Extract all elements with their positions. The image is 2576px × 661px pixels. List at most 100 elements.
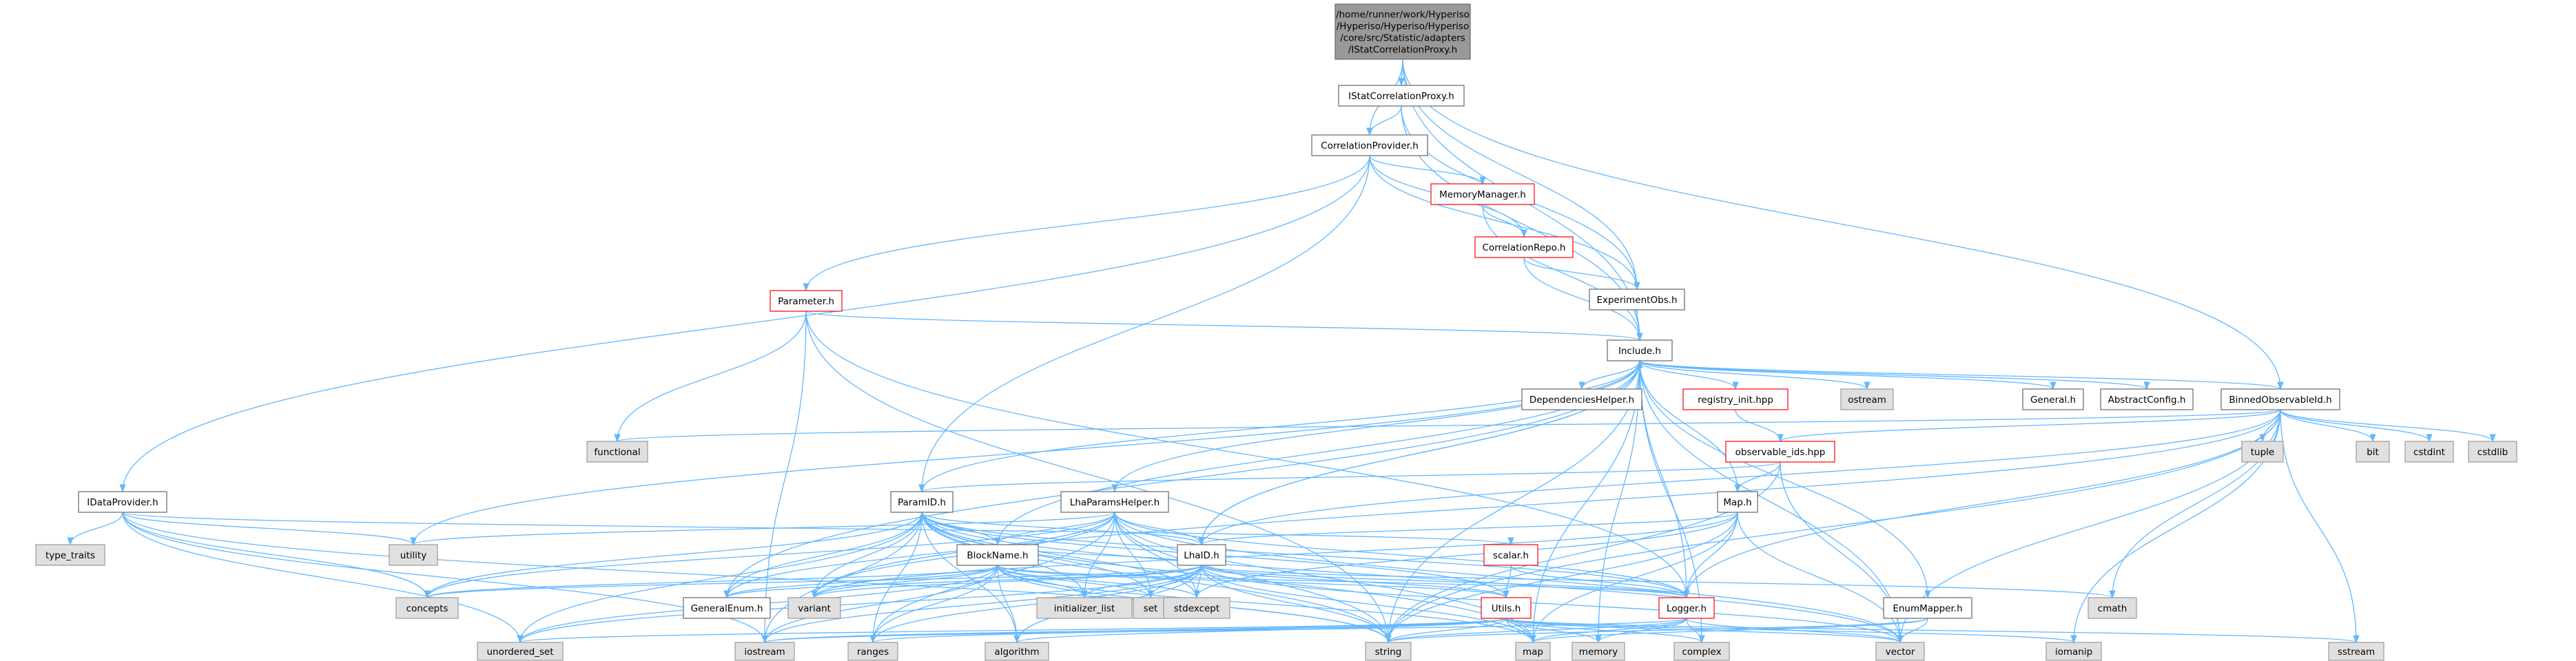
edge-Logger-to-complex [1686,618,1705,644]
node-ExperimentObs[interactable]: ExperimentObs.h [1589,288,1685,311]
node-box-complex [1673,642,1730,661]
edge-LhaID-to-vector [1201,565,1904,644]
node-CorrelationProvider[interactable]: CorrelationProvider.h [1311,134,1428,156]
edge-Utils-to-string [1385,618,1507,644]
node-label-MemoryManager: MemoryManager.h [1439,189,1526,200]
node-Logger[interactable]: Logger.h [1658,597,1715,619]
edge-ExperimentObs-to-Include [1636,309,1643,342]
node-BlockName[interactable]: BlockName.h [956,544,1039,566]
node-Map[interactable]: Map.h [1717,491,1758,513]
node-label-Utils: Utils.h [1492,603,1521,614]
edge-IDataProvider-to-string [122,512,1392,644]
edge-IDataProvider-to-type_traits [67,512,123,546]
node-label-string: string [1375,647,1402,658]
node-scalar[interactable]: scalar.h [1483,544,1538,566]
node-iostream: iostream [734,642,795,661]
node-label-root: /home/runner/work/Hyperiso [1336,10,1470,21]
edge-BinnedObservableId-to-Logger [1683,409,2281,599]
edge-ParamID-to-unordered_set [517,512,923,644]
node-box-cstdlib [2468,441,2517,463]
node-MemoryManager[interactable]: MemoryManager.h [1430,183,1535,205]
edge-Include-to-AbstractConfig [1639,360,2150,390]
node-box-Include [1607,339,1673,361]
node-AbstractConfig[interactable]: AbstractConfig.h [2100,388,2194,410]
node-EnumMapper[interactable]: EnumMapper.h [1883,597,1972,619]
node-label-CorrelationRepo: CorrelationRepo.h [1483,242,1566,253]
node-Include[interactable]: Include.h [1607,339,1673,361]
node-ParamID[interactable]: ParamID.h [890,491,954,513]
edge-Include-to-EnumMapper [1639,360,1931,599]
edge-Parameter-to-iostream [761,311,807,644]
node-box-General [2022,388,2084,410]
node-vector: vector [1875,642,1925,661]
edge-Include-to-Map [1639,360,1741,493]
node-box-tuple [2241,441,2284,463]
edge-LhaID-to-Logger [1201,565,1690,599]
node-label-memory: memory [1579,647,1618,658]
node-label-BinnedObservableId: BinnedObservableId.h [2229,395,2331,406]
edge-LhaParamsHelper-to-string [1114,512,1392,644]
edge-ParamID-to-GeneralEnum [723,512,923,599]
node-label-functional: functional [594,447,640,458]
edge-Map-to-stdexcept [1193,512,1738,599]
edge-LhaParamsHelper-to-set [1114,512,1154,599]
node-label-type_traits: type_traits [45,550,95,561]
edge-Logger-to-iostream [762,618,1687,644]
edge-CorrelationProvider-to-ParamID [918,155,1370,493]
edge-BinnedObservableId-to-cstdlib [2280,409,2496,443]
node-label-ExperimentObs: ExperimentObs.h [1596,295,1677,306]
node-unordered_set: unordered_set [477,642,564,661]
node-Parameter[interactable]: Parameter.h [770,290,843,312]
edge-Parameter-to-Include [805,311,1643,342]
edge-LhaID-to-GeneralEnum [723,565,1202,599]
node-CorrelationRepo[interactable]: CorrelationRepo.h [1474,236,1574,258]
node-label-unordered_set: unordered_set [486,647,553,658]
node-complex: complex [1673,642,1730,661]
node-label-cstdint: cstdint [2413,447,2445,458]
edge-root-to-BinnedObservableId [1402,59,2284,390]
edge-BinnedObservableId-to-LhaID [1198,409,2281,546]
node-DependenciesHelper[interactable]: DependenciesHelper.h [1521,388,1642,410]
node-box-CorrelationProvider [1311,134,1428,156]
edge-Include-to-ostream [1639,360,1871,390]
node-IDataProvider[interactable]: IDataProvider.h [78,491,167,513]
node-observable_ids[interactable]: observable_ids.hpp [1725,441,1835,463]
edge-Include-to-memory [1595,360,1640,644]
node-LhaID[interactable]: LhaID.h [1177,544,1226,566]
node-box-iostream [734,642,795,661]
node-box-Logger [1658,597,1715,619]
edge-LhaID-to-variant [811,565,1202,599]
node-cstdint: cstdint [2404,441,2454,463]
edge-EnumMapper-to-vector [1897,618,1928,644]
edge-observable_ids-to-ParamID [918,461,1781,493]
node-cstdlib: cstdlib [2468,441,2517,463]
edge-IDataProvider-to-scalar [122,512,1514,546]
node-General[interactable]: General.h [2022,388,2084,410]
node-box-AbstractConfig [2100,388,2194,410]
edge-ParamID-to-LhaID [921,512,1205,546]
edge-ParamID-to-string [921,512,1392,644]
node-BinnedObservableId[interactable]: BinnedObservableId.h [2220,388,2340,410]
edge-BlockName-to-algorithm [997,565,1020,644]
edge-BlockName-to-variant [811,565,998,599]
node-label-ParamID: ParamID.h [898,497,946,508]
node-box-Parameter [770,290,843,312]
node-label-initializer_list: initializer_list [1054,603,1115,614]
node-label-Map: Map.h [1723,497,1751,508]
node-label-cstdlib: cstdlib [2477,447,2508,458]
edge-Logger-to-vector [1686,618,1904,644]
node-label-Include: Include.h [1618,346,1661,357]
node-Utils[interactable]: Utils.h [1481,597,1532,619]
node-label-Logger: Logger.h [1667,603,1707,614]
node-IStatCorrelationProxy[interactable]: IStatCorrelationProxy.h [1338,85,1465,107]
node-GeneralEnum[interactable]: GeneralEnum.h [683,597,771,619]
node-registry_init[interactable]: registry_init.hpp [1682,388,1789,410]
node-root[interactable]: /home/runner/work/Hyperiso/Hyperiso/Hype… [1335,3,1471,60]
node-box-variant [787,597,841,619]
node-label-root: /Hyperiso/Hyperiso/Hyperiso [1337,21,1469,32]
node-LhaParamsHelper[interactable]: LhaParamsHelper.h [1060,491,1169,513]
node-box-DependenciesHelper [1521,388,1642,410]
edge-BinnedObservableId-to-string [1385,409,2281,644]
edge-IDataProvider-to-iostream [122,512,768,644]
node-ostream: ostream [1840,388,1894,410]
